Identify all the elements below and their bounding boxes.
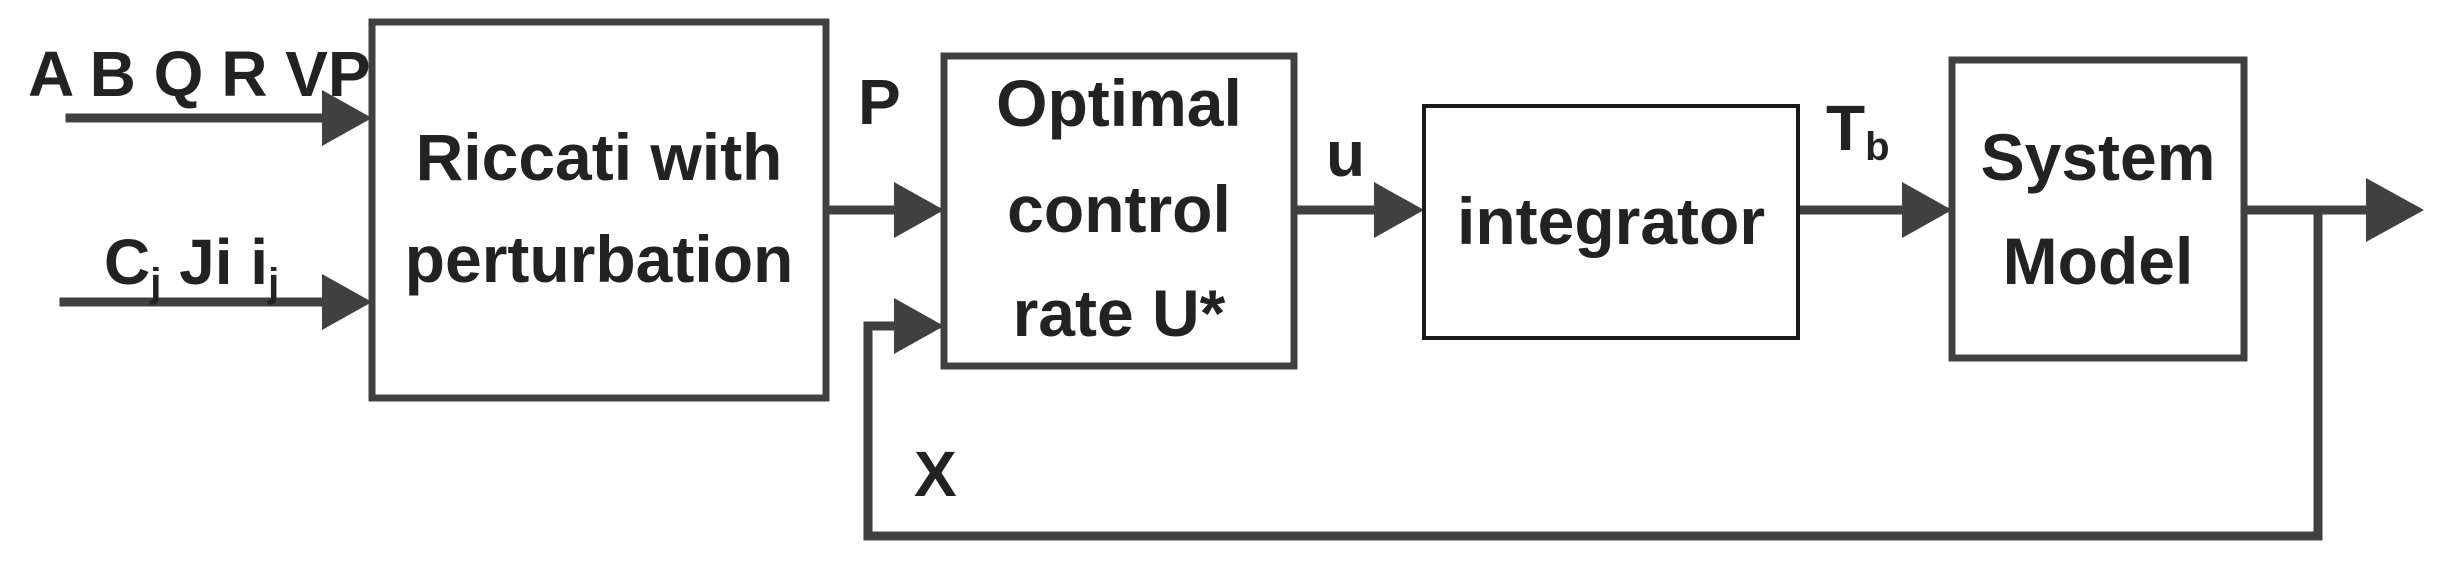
integrator-label: integrator [1457, 184, 1765, 258]
optimal-label-line1: Optimal [996, 66, 1242, 140]
u-signal-label: u [1326, 118, 1365, 190]
tb-signal-sub: b [1865, 125, 1889, 169]
input-label-top-main: A B Q R V [28, 38, 328, 110]
input-label-bottom: Cj Ji ij [104, 226, 279, 305]
input-label-ji-i: Ji i [161, 226, 268, 298]
riccati-block [368, 18, 830, 402]
tb-signal-arrowhead [1902, 182, 1952, 238]
output-arrowhead [2366, 178, 2424, 242]
input-label-top: A B Q R VP [28, 38, 371, 110]
input-label-c: C [104, 226, 150, 298]
feedback-line [863, 205, 2323, 541]
u-signal-arrowhead [1374, 182, 1424, 238]
optimal-label-line2: control [1007, 172, 1231, 246]
input-label-top-end: P [328, 38, 371, 110]
system-label-line2: Model [2003, 224, 2194, 298]
input-arrowhead-bottom [322, 274, 372, 330]
integrator-block [1422, 104, 1800, 340]
input-arrowhead-top [322, 90, 372, 146]
riccati-label-line1: Riccati with [416, 120, 783, 194]
system-label-line1: System [1981, 120, 2216, 194]
system-model-block [1948, 56, 2248, 362]
p-signal-label: P [858, 66, 901, 138]
optimal-label-line3: rate U* [1013, 276, 1226, 350]
input-label-c-sub: j [149, 261, 161, 305]
p-signal-arrowhead [894, 182, 944, 238]
optimal-control-block [940, 52, 1298, 370]
x-signal-label: X [914, 438, 957, 510]
input-label-i-sub: j [267, 261, 279, 305]
riccati-label-line2: perturbation [405, 222, 794, 296]
tb-signal-label: Tb [1826, 92, 1890, 169]
feedback-arrowhead [894, 298, 944, 354]
tb-signal-main: T [1826, 92, 1865, 164]
